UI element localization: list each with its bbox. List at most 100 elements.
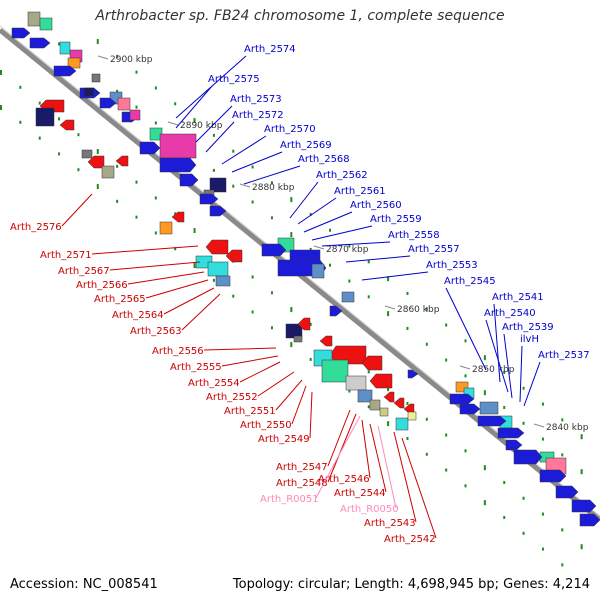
- tick-mark: [483, 355, 486, 361]
- reverse-gene-leader: [109, 261, 201, 271]
- feature-box: [345, 375, 367, 391]
- reverse-gene-label: Arth_2542: [384, 534, 436, 545]
- tick-mark: [58, 152, 61, 156]
- forward-gene-leader: [445, 287, 487, 371]
- tick-mark: [232, 184, 235, 188]
- tick-mark: [541, 437, 544, 441]
- tick-mark: [309, 212, 312, 216]
- forward-gene-leader: [321, 241, 391, 247]
- tick-mark: [406, 401, 409, 405]
- feature-box: [39, 17, 53, 31]
- tick-mark: [309, 247, 312, 251]
- tick-mark: [425, 417, 428, 421]
- reverse-gene-label: Arth_2556: [152, 346, 204, 357]
- tick-mark: [348, 389, 351, 393]
- scale-label: 2870 kbp: [326, 245, 369, 255]
- tick-mark: [522, 386, 525, 390]
- forward-gene-label: Arth_2540: [484, 308, 536, 319]
- tick-mark: [251, 275, 254, 279]
- tick-mark: [270, 291, 273, 295]
- reverse-gene-leader: [309, 391, 313, 439]
- tick-mark: [367, 260, 370, 264]
- forward-gene-label: Arth_2575: [208, 74, 260, 85]
- tick-mark: [135, 70, 138, 74]
- forward-gene-leader: [297, 197, 337, 225]
- tick-mark: [367, 405, 370, 409]
- reverse-gene-leader: [221, 355, 279, 367]
- feature-box: [407, 411, 417, 421]
- tick-mark: [445, 433, 448, 437]
- tick-mark: [445, 358, 448, 362]
- reverse-gene: [171, 211, 185, 223]
- reverse-gene: [319, 335, 333, 347]
- forward-gene: [99, 97, 117, 109]
- tick-mark: [77, 168, 80, 172]
- feature-box: [67, 57, 81, 69]
- reverse-gene-label: Arth_2564: [112, 310, 164, 321]
- feature-box: [81, 149, 93, 159]
- reverse-gene-leader: [361, 419, 371, 479]
- feature-box: [395, 417, 409, 431]
- reverse-gene: [115, 155, 129, 167]
- forward-gene: [555, 485, 579, 499]
- tick-mark: [503, 370, 506, 374]
- tick-mark: [212, 278, 215, 282]
- forward-gene: [11, 27, 31, 39]
- forward-gene-leader: [311, 225, 373, 241]
- forward-gene-label: Arth_2561: [334, 186, 386, 197]
- forward-gene: [53, 65, 77, 77]
- reverse-gene: [87, 155, 105, 169]
- tick-mark: [0, 70, 2, 75]
- tick-mark: [19, 85, 22, 89]
- tick-mark: [290, 307, 293, 313]
- tick-mark: [561, 453, 564, 457]
- reverse-gene: [59, 119, 75, 131]
- tick-mark: [387, 276, 390, 282]
- rna-gene-label: Arth_R0051: [260, 494, 319, 505]
- tick-mark: [212, 133, 215, 137]
- tick-mark: [561, 418, 564, 422]
- scale-label: 2900 kbp: [110, 55, 153, 65]
- reverse-gene-label: Arth_2547: [276, 462, 328, 473]
- forward-gene: [159, 157, 197, 173]
- feature-box: [215, 275, 231, 287]
- tick-mark: [0, 105, 2, 110]
- feature-box: [209, 177, 227, 193]
- tick-mark: [580, 544, 583, 550]
- reverse-gene-leader: [275, 379, 303, 411]
- tick-mark: [38, 101, 41, 105]
- feature-box: [357, 389, 373, 403]
- feature-box: [321, 359, 349, 383]
- tick-mark: [154, 121, 157, 125]
- forward-gene: [407, 369, 419, 379]
- reverse-gene-leader: [401, 437, 437, 539]
- forward-gene-label: Arth_2541: [492, 292, 544, 303]
- reverse-gene-label: Arth_2548: [276, 478, 328, 489]
- tick-mark: [464, 484, 467, 488]
- tick-mark: [348, 279, 351, 283]
- reverse-gene-label: Arth_2549: [258, 434, 310, 445]
- forward-gene-leader: [503, 333, 513, 399]
- forward-gene: [199, 193, 219, 205]
- scale-label: 2860 kbp: [397, 305, 440, 315]
- tick-mark: [290, 197, 293, 203]
- tick-mark: [251, 310, 254, 314]
- forward-gene-label: Arth_2574: [244, 44, 296, 55]
- feature-box: [91, 73, 101, 83]
- feature-box: [59, 41, 71, 55]
- reverse-gene-leader: [91, 245, 199, 255]
- feature-box: [455, 381, 469, 393]
- forward-gene-leader: [175, 85, 213, 129]
- forward-gene-leader: [303, 211, 353, 233]
- forward-gene-label: Arth_2559: [370, 214, 422, 225]
- tick-mark: [193, 118, 196, 124]
- feature-box: [101, 165, 115, 179]
- reverse-gene-leader: [393, 431, 417, 523]
- tick-mark: [290, 342, 293, 348]
- forward-gene: [29, 37, 51, 49]
- tick-mark: [425, 342, 428, 346]
- reverse-gene-label: Arth_2544: [334, 488, 386, 499]
- tick-mark: [193, 263, 196, 269]
- reverse-gene-label: Arth_2555: [170, 362, 222, 373]
- tick-mark: [561, 528, 564, 532]
